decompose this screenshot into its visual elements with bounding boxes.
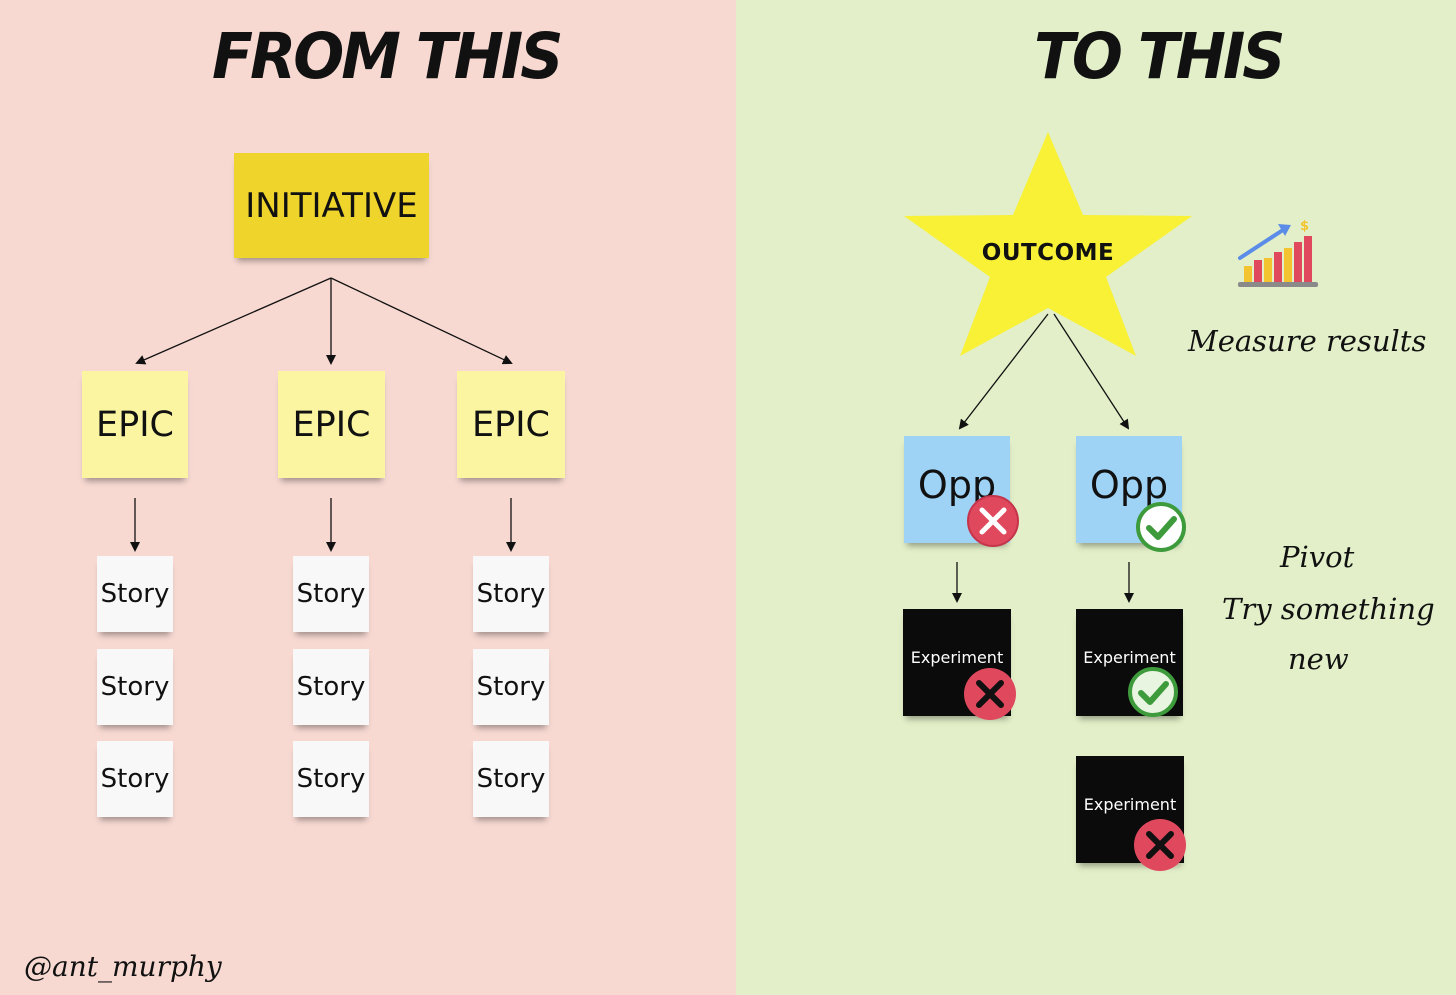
initiative-note: INITIATIVE xyxy=(234,153,429,258)
pivot-line-3: new xyxy=(1288,642,1349,676)
story-note-2-1: Story xyxy=(293,556,369,632)
pivot-line-2: Try something xyxy=(1222,592,1435,626)
growth-chart-icon: $ xyxy=(1236,214,1320,290)
story-note-1-2: Story xyxy=(97,649,173,725)
epic-note-3: EPIC xyxy=(457,371,565,478)
arrow-initiative-epic-3 xyxy=(330,277,513,365)
star-shape xyxy=(904,132,1192,356)
to-this-heading: TO THIS xyxy=(1034,20,1286,94)
pivot-line-1: Pivot xyxy=(1280,540,1355,574)
outcome-star: OUTCOME xyxy=(900,128,1196,358)
validated-check-icon xyxy=(1134,500,1188,554)
story-note-2-2: Story xyxy=(293,649,369,725)
failed-x-icon xyxy=(1133,818,1187,872)
story-note-3-1: Story xyxy=(473,556,549,632)
arrow-initiative-epic-1 xyxy=(135,277,332,365)
epic-note-1: EPIC xyxy=(82,371,188,478)
failed-x-icon xyxy=(963,667,1017,721)
story-note-1-1: Story xyxy=(97,556,173,632)
succeeded-check-icon xyxy=(1126,665,1180,719)
story-note-3-2: Story xyxy=(473,649,549,725)
hierarchy-arrows xyxy=(130,277,516,552)
opp-note-2: Opp xyxy=(1076,436,1182,543)
measure-results-label: Measure results xyxy=(1188,324,1427,358)
from-this-heading: FROM THIS xyxy=(212,20,563,94)
outcome-label: OUTCOME xyxy=(981,240,1115,266)
left-panel: FROM THIS INITIATIVE EPIC EPIC EPIC Stor… xyxy=(0,0,736,995)
svg-text:$: $ xyxy=(1300,219,1309,234)
story-note-3-3: Story xyxy=(473,741,549,817)
story-note-1-3: Story xyxy=(97,741,173,817)
author-credit: @ant_murphy xyxy=(24,950,222,983)
rejected-x-icon xyxy=(966,494,1020,548)
epic-note-2: EPIC xyxy=(278,371,385,478)
right-panel: TO THIS OUTCOME $ xyxy=(736,0,1456,995)
story-note-2-3: Story xyxy=(293,741,369,817)
